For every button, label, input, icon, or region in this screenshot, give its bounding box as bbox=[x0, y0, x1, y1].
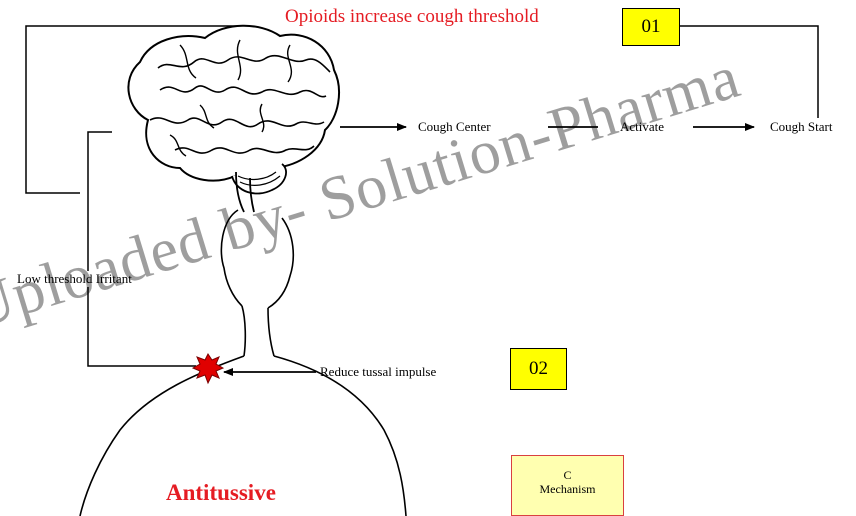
cough-start-label: Cough Start bbox=[770, 119, 832, 135]
irritant-burst-icon bbox=[193, 354, 223, 383]
feedback-line-right bbox=[680, 26, 818, 118]
mechanism-box-line1: C bbox=[512, 468, 623, 482]
mechanism-box-line2: Mechanism bbox=[512, 482, 623, 496]
reduce-tussal-impulse-label: Reduce tussal impulse bbox=[320, 364, 436, 380]
antitussive-label: Antitussive bbox=[166, 480, 276, 506]
brain-icon bbox=[128, 26, 339, 212]
low-threshold-irritant-label: Low threshold Irritant bbox=[15, 271, 134, 287]
step-box-01: 01 bbox=[622, 8, 680, 46]
step-box-02: 02 bbox=[510, 348, 567, 390]
mechanism-box: C Mechanism bbox=[511, 455, 624, 516]
cough-center-label: Cough Center bbox=[418, 119, 491, 135]
diagram-title: Opioids increase cough threshold bbox=[285, 6, 539, 28]
activate-label: Activate bbox=[620, 119, 664, 135]
head-silhouette bbox=[80, 210, 406, 516]
